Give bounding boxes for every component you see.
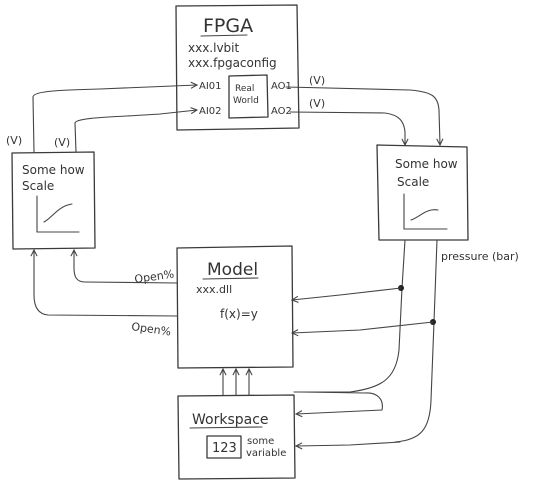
fpga-ao1-label: AO1: [271, 81, 292, 92]
scale-left-block: Some how Scale: [11, 151, 96, 250]
wire-pressure-outer-to-model: [292, 321, 434, 333]
fpga-file-lvbit: xxx.lvbit: [188, 41, 240, 55]
label-open-upper: Open%: [134, 268, 175, 286]
scale-right-line2: Scale: [397, 175, 429, 189]
wire-pressure-inner-to-model: [292, 287, 402, 300]
workspace-block: Workspace 123 some variable: [177, 394, 296, 480]
real-world-line1: Real: [235, 84, 254, 94]
label-open-lower: Open%: [131, 320, 172, 338]
wire-model-to-scale-left-2: [34, 250, 178, 317]
workspace-value: 123: [212, 441, 237, 456]
model-block: Model xxx.dll f(x)=y: [176, 245, 294, 369]
wire-outer-to-workspace: [296, 441, 401, 446]
fpga-ao2-label: AO2: [271, 106, 292, 117]
wire-model-to-scale-left-1: [74, 250, 178, 284]
scale-left-line2: Scale: [22, 179, 54, 193]
wire-scale-left-to-ai1: [32, 85, 197, 153]
workspace-var-line2: variable: [246, 448, 286, 459]
scale-left-curve: [43, 203, 73, 223]
workspace-value-box: [206, 435, 242, 459]
real-world-line2: World: [233, 96, 259, 106]
label-v-right-1: (V): [309, 74, 325, 87]
fpga-ai1-label: AI01: [199, 81, 222, 92]
fpga-ai2-label: AI02: [199, 106, 222, 117]
fpga-file-config: xxx.fpgaconfig: [188, 56, 277, 70]
real-world-box: [228, 74, 269, 119]
wire-pressure-inner: [293, 239, 406, 393]
scale-right-block: Some how Scale: [376, 144, 469, 241]
model-title: Model: [207, 260, 258, 280]
fpga-block: FPGA xxx.lvbit xxx.fpgaconfig Real World…: [175, 4, 300, 131]
model-file: xxx.dll: [196, 283, 232, 296]
label-pressure: pressure (bar): [441, 250, 519, 263]
model-function: f(x)=y: [220, 307, 258, 321]
wire-scale-left-to-ai2: [74, 110, 197, 153]
label-v-left-2: (V): [54, 136, 70, 149]
label-v-left-1: (V): [6, 134, 22, 147]
wire-ao1-to-scale-right: [285, 86, 440, 145]
wire-ao2-to-scale-right: [289, 111, 405, 145]
workspace-var-line1: some: [247, 436, 274, 447]
scale-left-line1: Some how: [22, 163, 85, 177]
wire-pressure-outer: [394, 239, 438, 443]
scale-right-axes: [403, 193, 448, 230]
scale-right-line1: Some how: [395, 157, 458, 171]
fpga-title: FPGA: [203, 15, 253, 37]
workspace-title: Workspace: [192, 412, 269, 428]
wire-inner-to-workspace: [296, 391, 383, 414]
scale-left-axes: [36, 195, 80, 233]
label-v-right-2: (V): [309, 97, 325, 110]
scale-right-curve: [410, 209, 439, 221]
